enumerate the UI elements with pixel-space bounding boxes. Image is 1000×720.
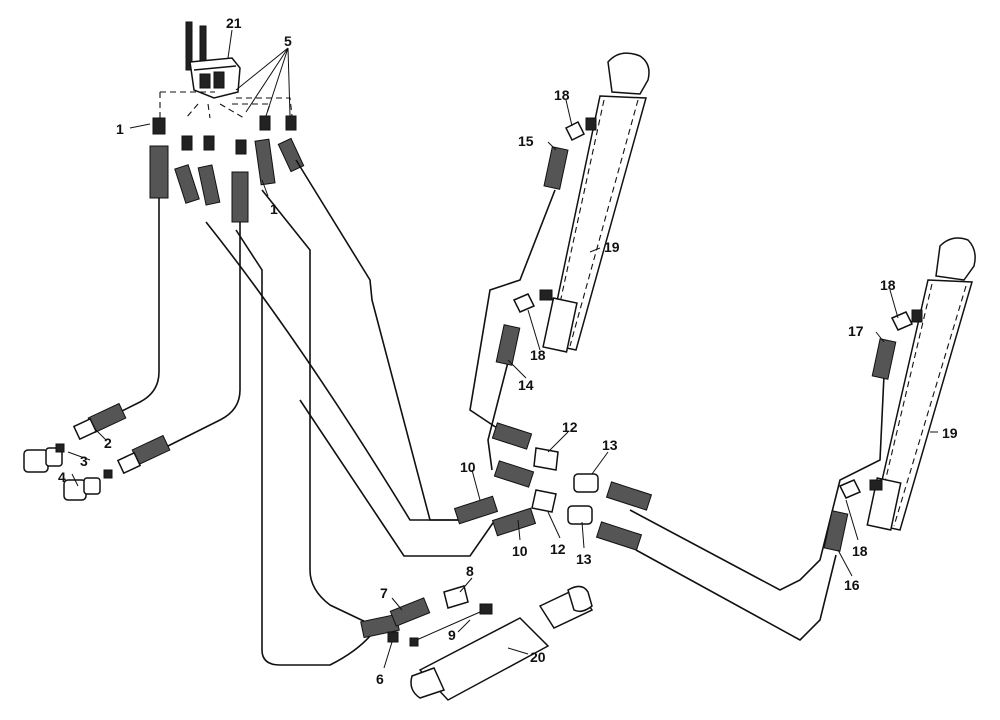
callout-19-lower: 19 bbox=[942, 425, 958, 441]
callout-5: 5 bbox=[284, 33, 292, 49]
callout-18-mid: 18 bbox=[530, 347, 546, 363]
callout-6: 6 bbox=[376, 671, 384, 687]
callout-12-lower: 12 bbox=[550, 541, 566, 557]
callout-7: 7 bbox=[380, 585, 388, 601]
valve-fittings bbox=[152, 115, 297, 155]
callout-9: 9 bbox=[448, 627, 456, 643]
callout-1-left: 1 bbox=[116, 121, 124, 137]
callout-3: 3 bbox=[80, 453, 88, 469]
hoses bbox=[111, 159, 885, 666]
callout-18-lower: 18 bbox=[852, 543, 868, 559]
callout-16: 16 bbox=[844, 577, 860, 593]
callout-18-top: 18 bbox=[554, 87, 570, 103]
callout-12-upper: 12 bbox=[562, 419, 578, 435]
left-couplers bbox=[23, 402, 171, 501]
callout-13-upper: 13 bbox=[602, 437, 618, 453]
callout-15: 15 bbox=[518, 133, 534, 149]
callout-2: 2 bbox=[104, 435, 112, 451]
cylinder-20-assembly bbox=[360, 585, 594, 701]
callout-21: 21 bbox=[226, 15, 242, 31]
callout-14: 14 bbox=[518, 377, 534, 393]
callout-13-lower: 13 bbox=[576, 551, 592, 567]
callout-17: 17 bbox=[848, 323, 864, 339]
callout-18-right: 18 bbox=[880, 277, 896, 293]
control-valve bbox=[185, 21, 241, 99]
callout-10-lower: 10 bbox=[512, 543, 528, 559]
valve-dashed-routing bbox=[159, 91, 293, 119]
cylinder-fittings bbox=[495, 120, 914, 552]
cylinder-19-upper bbox=[539, 52, 650, 353]
callout-20: 20 bbox=[530, 649, 546, 665]
leader-lines bbox=[67, 29, 938, 669]
hose-ends-top bbox=[149, 137, 305, 223]
callout-19-upper: 19 bbox=[604, 239, 620, 255]
callout-10-upper: 10 bbox=[460, 459, 476, 475]
tee-assembly bbox=[453, 422, 653, 551]
callout-4: 4 bbox=[58, 469, 66, 485]
callout-labels: 21 5 1 1 18 15 19 18 14 18 17 19 12 13 1… bbox=[58, 15, 958, 687]
cylinder-19-lower bbox=[866, 237, 976, 531]
callout-8: 8 bbox=[466, 563, 474, 579]
callout-1-center: 1 bbox=[270, 201, 278, 217]
